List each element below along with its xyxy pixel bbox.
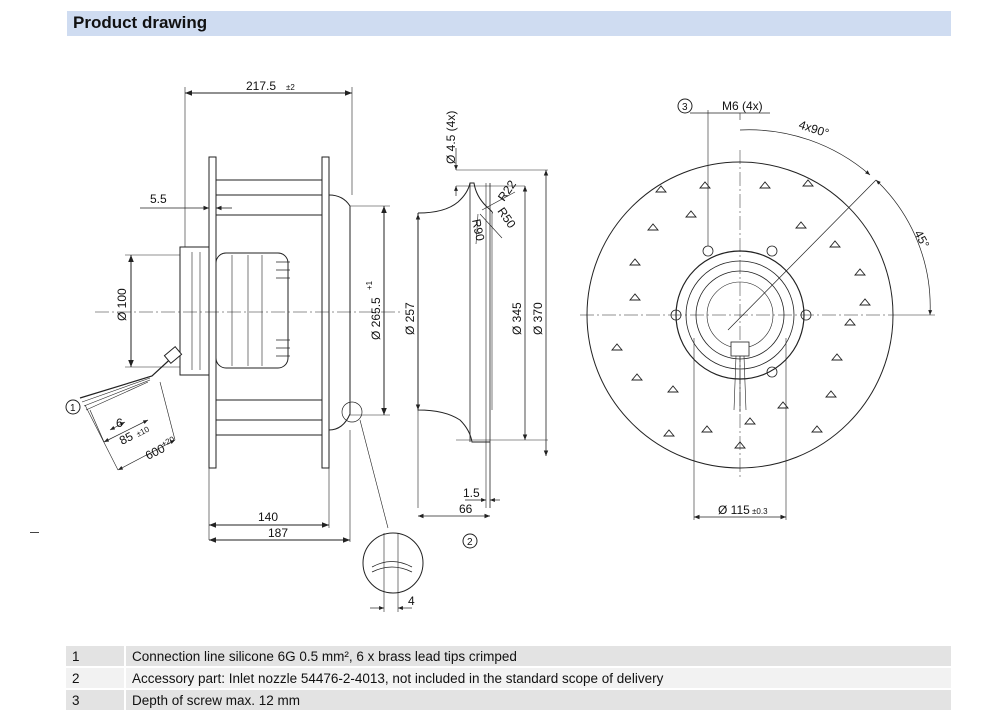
callout-2 xyxy=(462,533,478,549)
dim-1-5: 1.5 xyxy=(463,486,480,500)
back-plate xyxy=(208,156,217,469)
dim-dia-345: Ø 345 xyxy=(510,302,524,335)
cable xyxy=(79,351,179,399)
motor-rotor xyxy=(215,252,289,369)
header-bar: Product drawing xyxy=(67,11,951,36)
table-row: 1 Connection line silicone 6G 0.5 mm², 6… xyxy=(66,646,951,666)
dim-hole: Ø 4.5 (4x) xyxy=(444,111,458,164)
dim-thread: M6 (4x) xyxy=(722,99,763,113)
dim-lead-short: 6 xyxy=(116,416,123,430)
page-title: Product drawing xyxy=(73,13,208,32)
front-view: 45° 4x90° 3 M6 (4x) Ø 115 ±0.3 xyxy=(580,98,935,520)
dim-width-tolerance: ±2 xyxy=(286,83,295,92)
margin-tick xyxy=(30,532,39,533)
dim-detail-4: 4 xyxy=(408,594,415,608)
table-row: 2 Accessory part: Inlet nozzle 54476-2-4… xyxy=(66,668,951,688)
dim-r90: R90 xyxy=(469,218,487,243)
dim-impeller-diameter: Ø 265.5 xyxy=(369,297,383,340)
note-text: Connection line silicone 6G 0.5 mm², 6 x… xyxy=(126,646,951,666)
dim-motor-diameter: Ø 100 xyxy=(115,288,129,321)
dim-offset-label: 5.5 xyxy=(150,192,167,206)
callout-3-label: 3 xyxy=(682,102,688,113)
dim-66: 66 xyxy=(459,502,473,516)
motor-flange xyxy=(179,246,210,376)
note-number: 2 xyxy=(66,668,126,688)
dim-r50: R50 xyxy=(495,205,519,231)
dim-lead-mid-tol: ±10 xyxy=(135,424,151,438)
dim-dia-370: Ø 370 xyxy=(531,302,545,335)
blade-ring xyxy=(611,179,871,449)
dim-lead-mid: 85 xyxy=(117,429,136,448)
callout-2-label: 2 xyxy=(467,537,473,548)
nozzle-view: Ø 4.5 (4x) R22 R50 R90 Ø 257 Ø 345 Ø 370… xyxy=(403,111,549,549)
side-view: 217.5 ±2 5.5 Ø 100 xyxy=(65,79,424,612)
dim-width-label: 217.5 xyxy=(246,79,276,93)
product-drawing: 217.5 ±2 5.5 Ø 100 xyxy=(65,79,935,612)
connector xyxy=(730,341,750,357)
dim-impeller-tolerance: +1 xyxy=(365,280,374,290)
callout-3 xyxy=(677,98,693,114)
dim-bolt-circle-tol: ±0.3 xyxy=(752,507,768,516)
notes-table: 1 Connection line silicone 6G 0.5 mm², 6… xyxy=(66,644,951,712)
callout-1 xyxy=(65,399,81,415)
dim-depth-187: 187 xyxy=(268,526,288,540)
note-number: 3 xyxy=(66,690,126,710)
dim-r22: R22 xyxy=(495,177,519,203)
detail-marker xyxy=(341,401,363,423)
dim-angle-4x90: 4x90° xyxy=(797,118,831,141)
note-number: 1 xyxy=(66,646,126,666)
dim-dia-257: Ø 257 xyxy=(403,302,417,335)
detail-view xyxy=(362,532,424,594)
table-row: 3 Depth of screw max. 12 mm xyxy=(66,690,951,710)
callout-1-label: 1 xyxy=(70,403,76,414)
dim-angle-45: 45° xyxy=(911,228,932,251)
note-text: Depth of screw max. 12 mm xyxy=(126,690,951,710)
dim-bolt-circle: Ø 115 xyxy=(718,503,750,517)
dim-depth-140: 140 xyxy=(258,510,278,524)
note-text: Accessory part: Inlet nozzle 54476-2-401… xyxy=(126,668,951,688)
front-shroud xyxy=(321,156,330,469)
